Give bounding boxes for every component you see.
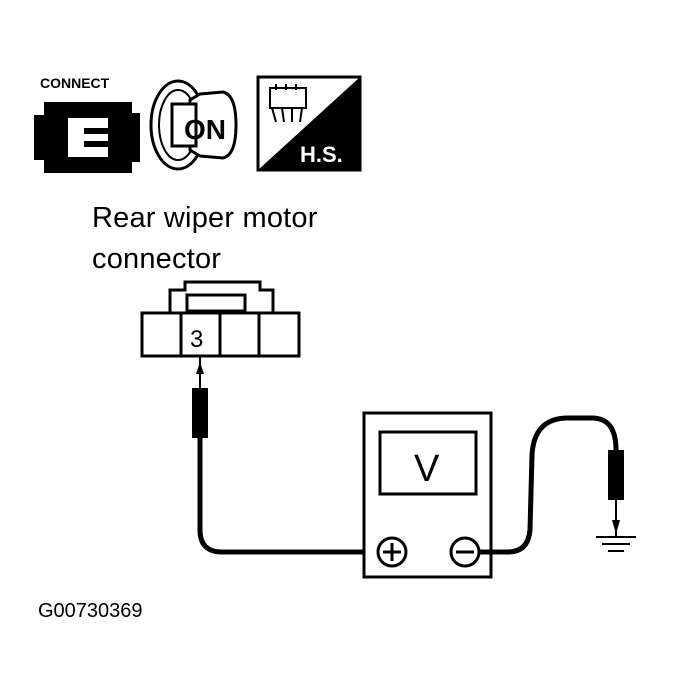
negative-probe [479,415,624,555]
rear-wiper-motor-connector: 3 [140,280,301,358]
connector-connect-icon: CONNECT [34,75,140,173]
connector-title-line-2: connector [92,243,222,275]
hs-label: H.S. [300,142,343,167]
connector-title-line-1: Rear wiper motor [92,202,318,234]
figure-id: G00730369 [38,600,143,622]
ground-icon [596,536,636,552]
ignition-on-label: ON [184,114,226,145]
ignition-key-on-icon: ON [149,79,238,171]
meter-display: V [414,448,440,490]
voltmeter: V [362,411,493,579]
connect-icon-label: CONNECT [40,75,110,91]
positive-probe [192,356,378,555]
terminal-3-label: 3 [190,326,203,353]
harness-side-icon: H.S. [256,75,362,172]
